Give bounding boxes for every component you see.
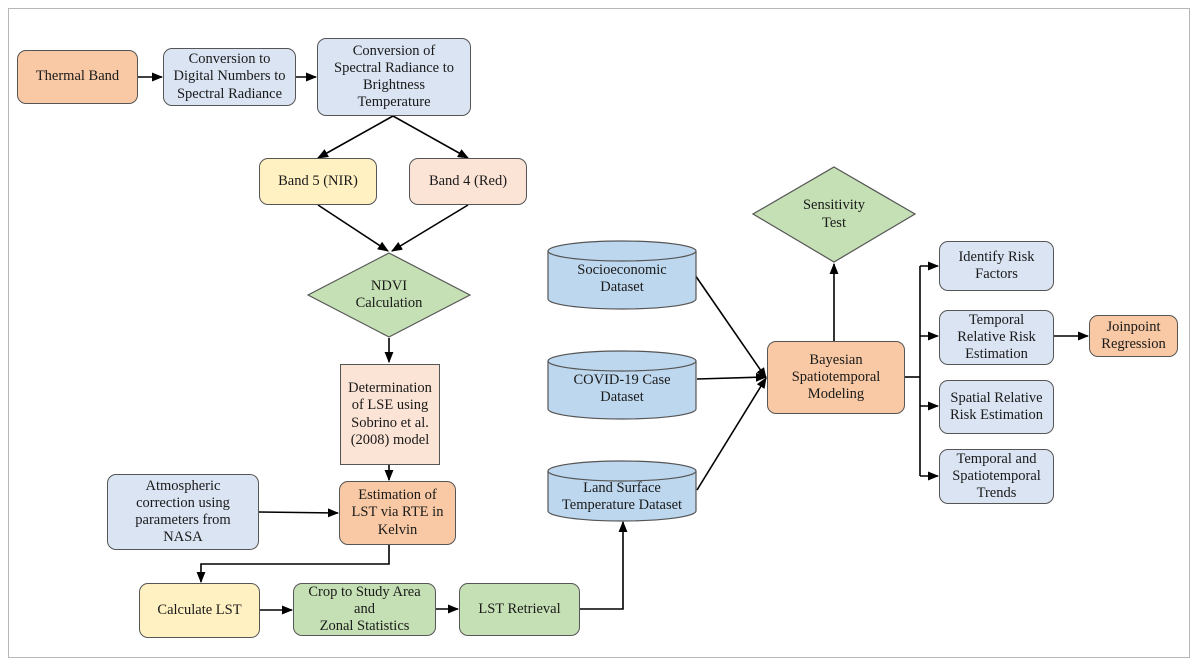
lst-dataset-label: Land Surface Temperature Dataset bbox=[561, 480, 683, 514]
arrow-lst-rte-to-calculate-lst bbox=[196, 545, 390, 584]
socioeconomic-dataset-label: Socioeconomic Dataset bbox=[577, 262, 667, 296]
lst-retrieval-box: LST Retrieval bbox=[459, 583, 580, 636]
crop-zonal-stats-box: Crop to Study Area and Zonal Statistics bbox=[293, 583, 436, 636]
covid-case-dataset-label: COVID-19 Case Dataset bbox=[573, 372, 671, 406]
arrow-band5-to-ndvi bbox=[317, 204, 389, 252]
arrow-covid-to-bayesian bbox=[696, 372, 768, 382]
temporal-relative-risk-box: Temporal Relative Risk Estimation bbox=[939, 310, 1054, 365]
covid-case-dataset-cylinder: COVID-19 Case Dataset bbox=[547, 350, 697, 420]
arrow-atmospheric-to-lst-rte bbox=[258, 508, 340, 518]
spatial-relative-risk-box: Spatial Relative Risk Estimation bbox=[939, 380, 1054, 434]
socioeconomic-dataset-cylinder: Socioeconomic Dataset bbox=[547, 240, 697, 310]
arrow-socioeconomic-to-bayesian bbox=[694, 274, 767, 379]
calculate-lst-box: Calculate LST bbox=[139, 583, 260, 638]
ndvi-calculation-diamond: NDVI Calculation bbox=[307, 252, 471, 338]
sensitivity-test-label: Sensitivity Test bbox=[802, 197, 866, 231]
sensitivity-test-diamond: Sensitivity Test bbox=[752, 166, 916, 263]
lst-dataset-cylinder: Land Surface Temperature Dataset bbox=[547, 460, 697, 522]
arrow-retrieval-to-lst-dataset bbox=[580, 520, 628, 610]
band4-box: Band 4 (Red) bbox=[409, 158, 527, 205]
dn-to-radiance-box: Conversion to Digital Numbers to Spectra… bbox=[163, 48, 296, 106]
ndvi-calculation-label: NDVI Calculation bbox=[355, 277, 423, 311]
lst-rte-box: Estimation of LST via RTE in Kelvin bbox=[339, 481, 456, 545]
arrow-lst-dataset-to-bayesian bbox=[696, 377, 767, 491]
bayesian-modeling-box: Bayesian Spatiotemporal Modeling bbox=[767, 341, 905, 414]
diagram-frame bbox=[8, 8, 1190, 658]
temporal-spatiotemporal-trends-box: Temporal and Spatiotemporal Trends bbox=[939, 449, 1054, 504]
radiance-to-brightness-box: Conversion of Spectral Radiance to Brigh… bbox=[317, 38, 471, 116]
arrow-band4-to-ndvi bbox=[391, 204, 469, 252]
risk-factors-box: Identify Risk Factors bbox=[939, 241, 1054, 291]
joinpoint-regression-box: Joinpoint Regression bbox=[1089, 315, 1178, 357]
arrow-bt-to-band4 bbox=[392, 115, 469, 159]
arrow-bt-to-band5 bbox=[317, 115, 394, 159]
atmospheric-correction-box: Atmospheric correction using parameters … bbox=[107, 474, 259, 550]
band5-box: Band 5 (NIR) bbox=[259, 158, 377, 205]
lse-box: Determination of LSE using Sobrino et al… bbox=[340, 364, 440, 465]
thermal-band-box: Thermal Band bbox=[17, 50, 138, 104]
